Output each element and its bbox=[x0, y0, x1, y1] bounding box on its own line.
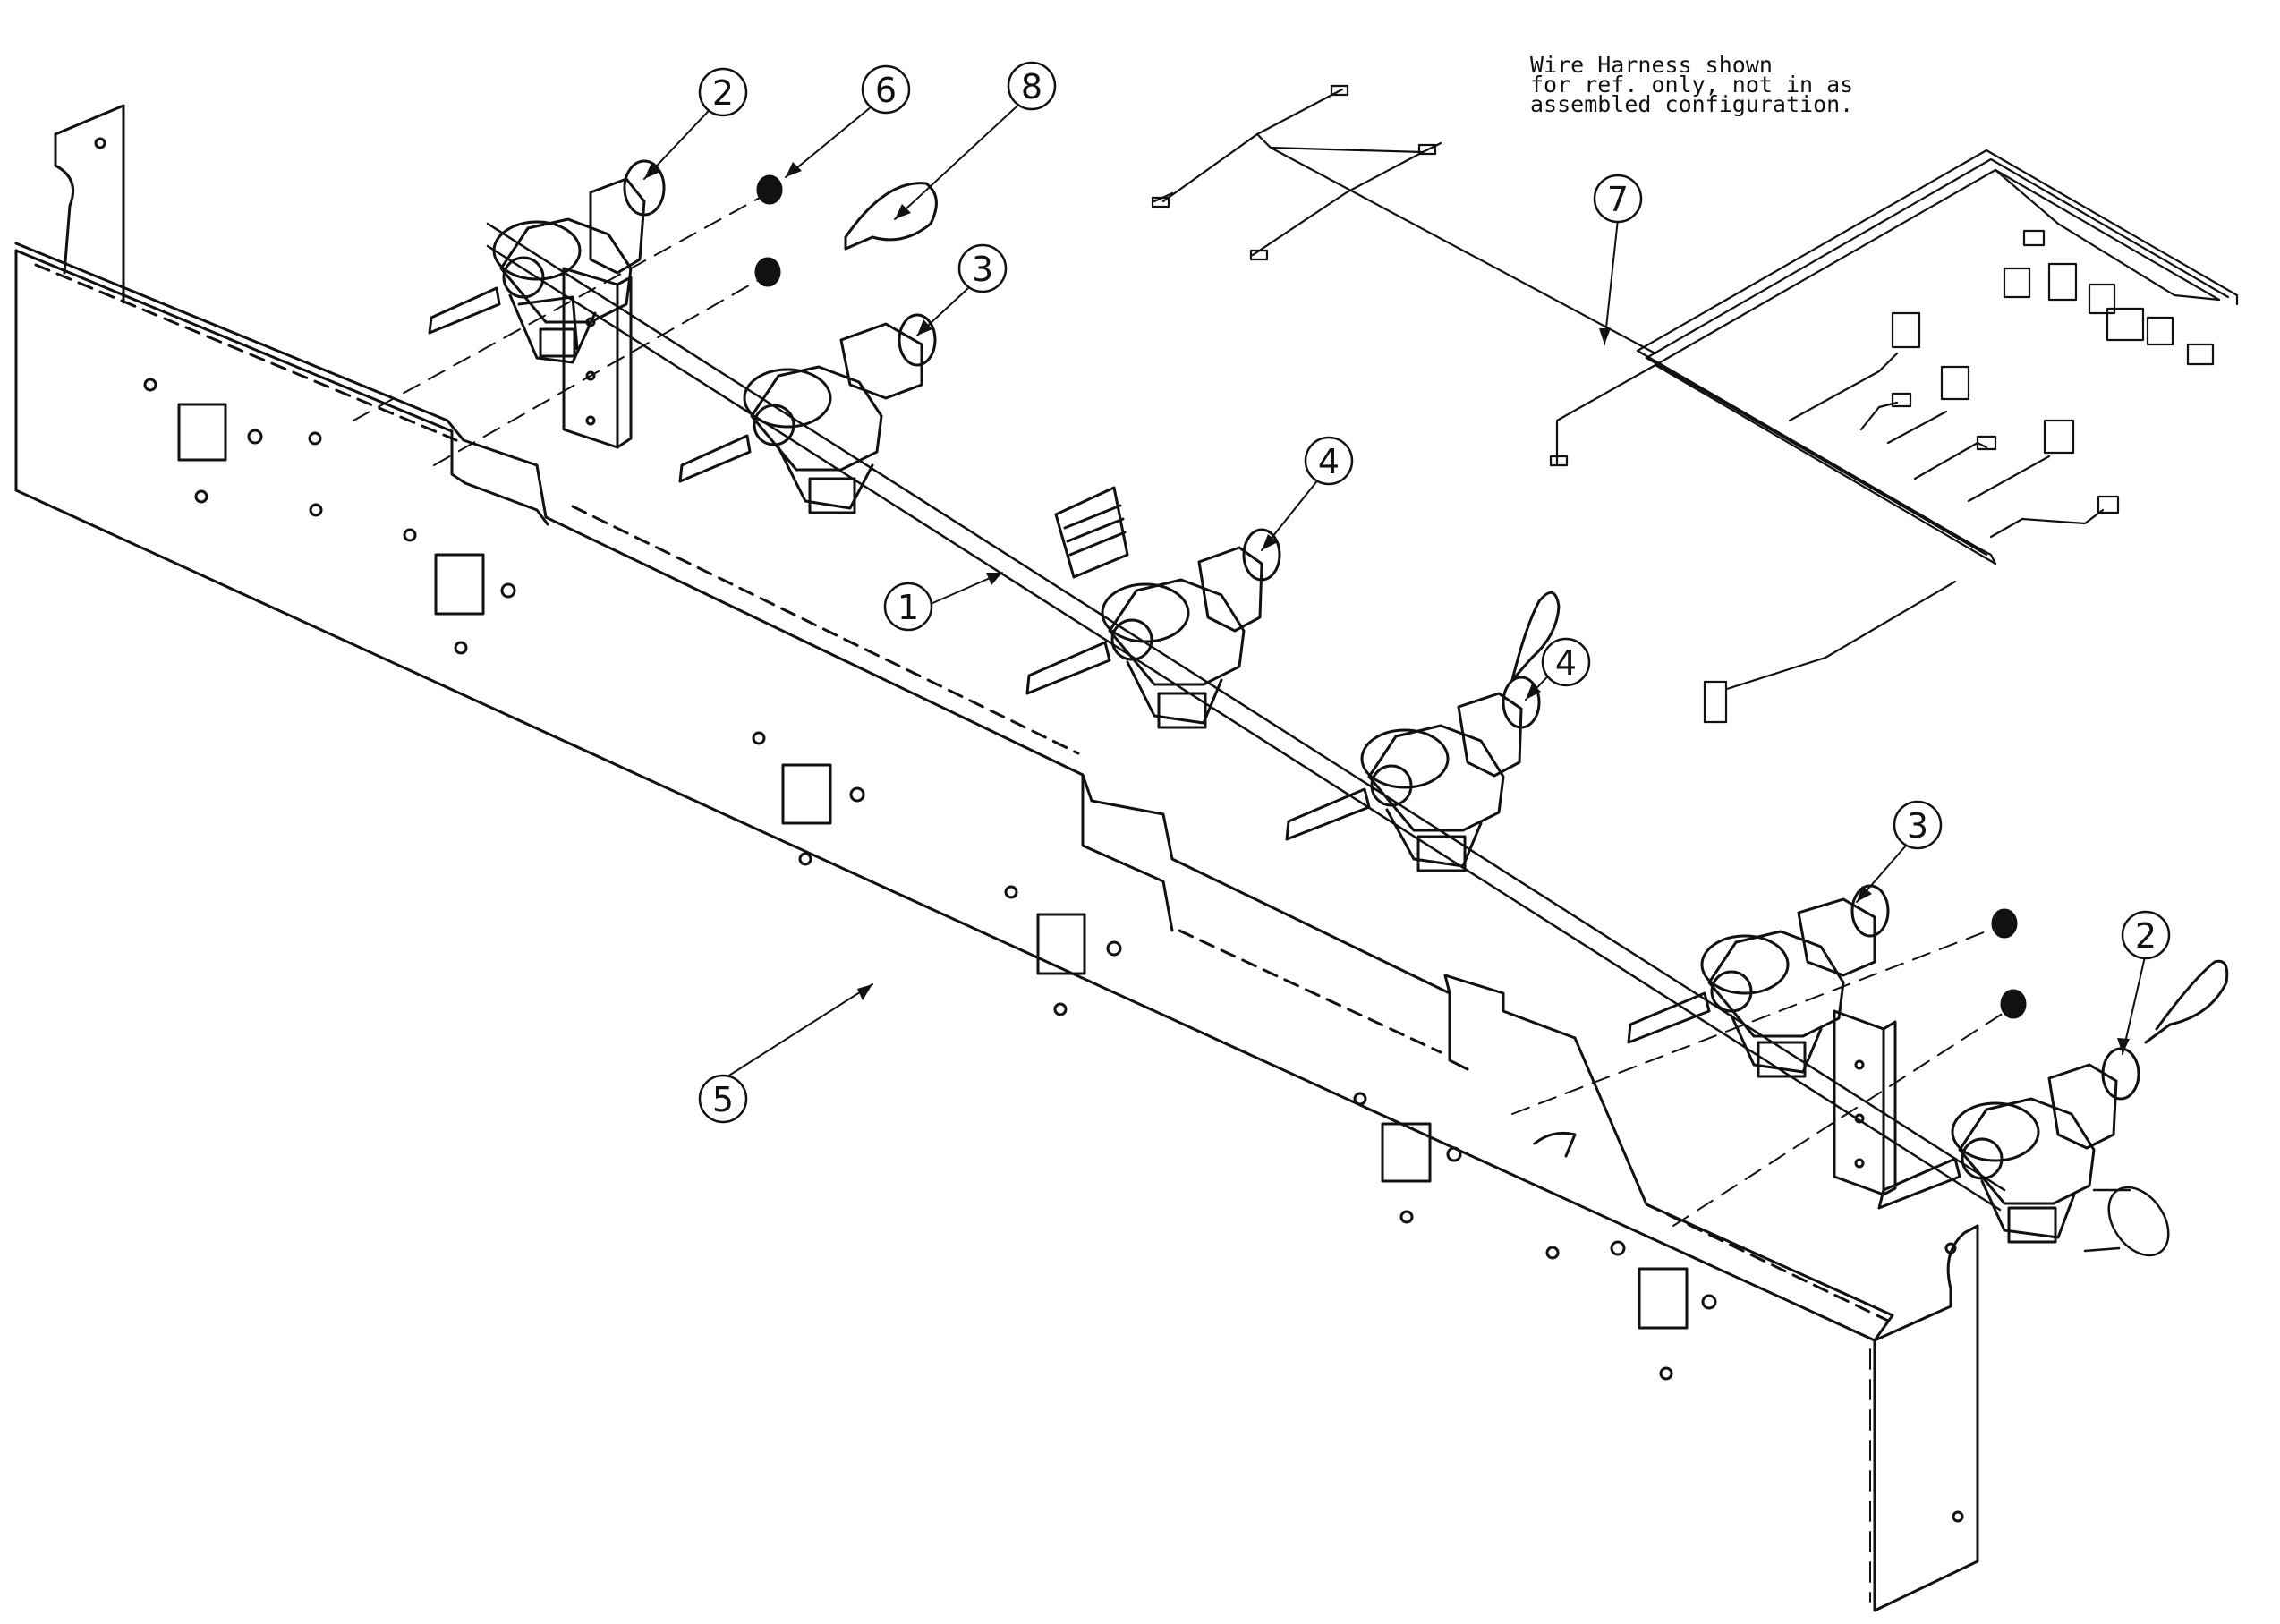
wire-harness-note: Wire Harness shown for ref. only, not in… bbox=[1530, 52, 1906, 117]
callout-label: 3 bbox=[1907, 806, 1928, 846]
note-line-1: Wire Harness shown bbox=[1530, 52, 1773, 78]
callout-c1: 1 bbox=[885, 583, 932, 630]
callout-circle bbox=[885, 583, 932, 630]
callout-label: 4 bbox=[1555, 643, 1577, 683]
callout-circle bbox=[1595, 175, 1641, 222]
callout-label: 8 bbox=[1021, 67, 1042, 106]
valve-3-left bbox=[680, 315, 935, 513]
callout-c3-right: 3 bbox=[1894, 802, 1941, 848]
manifold-panel bbox=[16, 106, 1978, 1611]
callout-circle bbox=[2123, 912, 2169, 958]
valve-3-right bbox=[1629, 886, 1888, 1076]
callout-c2-right: 2 bbox=[2123, 912, 2169, 958]
callout-circle bbox=[1543, 639, 1589, 685]
callout-label: 2 bbox=[712, 73, 734, 113]
note-line-2: for ref. only, not in as bbox=[1530, 72, 1854, 98]
callout-label: 5 bbox=[712, 1080, 734, 1119]
callout-label: 4 bbox=[1318, 442, 1340, 481]
valve-2-left bbox=[430, 161, 664, 362]
callout-circle bbox=[959, 245, 1006, 292]
callout-c6: 6 bbox=[863, 66, 909, 113]
callout-circle bbox=[700, 1076, 746, 1122]
lock-nut bbox=[756, 176, 2025, 1017]
valve-bracket-left bbox=[564, 268, 631, 447]
callout-leaders bbox=[644, 97, 2146, 1078]
callout-label: 6 bbox=[875, 71, 897, 110]
callout-c2-left: 2 bbox=[700, 69, 746, 115]
callout-label: 2 bbox=[2135, 916, 2157, 956]
mounting-dashed-lines bbox=[353, 192, 2013, 1226]
callout-circle bbox=[1306, 438, 1352, 484]
callout-circle bbox=[1894, 802, 1941, 848]
valve-2-right bbox=[1879, 1049, 2139, 1242]
cable-tie bbox=[846, 183, 2227, 1042]
callout-c3-left: 3 bbox=[959, 245, 1006, 292]
callout-c4-lower: 4 bbox=[1543, 639, 1589, 685]
valve-bracket-right bbox=[1834, 1011, 1895, 1195]
callout-label: 3 bbox=[972, 250, 993, 289]
callout-circle bbox=[863, 66, 909, 113]
callout-circle bbox=[700, 69, 746, 115]
callout-c5: 5 bbox=[700, 1076, 746, 1122]
callout-circle bbox=[1008, 63, 1055, 109]
callout-label: 7 bbox=[1607, 180, 1629, 219]
callout-arrowheads bbox=[644, 162, 2130, 1054]
callout-c8: 8 bbox=[1008, 63, 1055, 109]
callout-c4-upper: 4 bbox=[1306, 438, 1352, 484]
callout-c7: 7 bbox=[1595, 175, 1641, 222]
valve-4-upper bbox=[1027, 488, 1280, 727]
callout-label: 1 bbox=[898, 588, 919, 627]
note-line-3: assembled configuration. bbox=[1530, 91, 1854, 117]
callout-bubbles: 2 6 8 3 7 4 1 4 3 2 5 bbox=[700, 63, 2169, 1122]
valve-4-lower bbox=[1287, 677, 1539, 871]
wire-harness bbox=[1153, 86, 2237, 722]
